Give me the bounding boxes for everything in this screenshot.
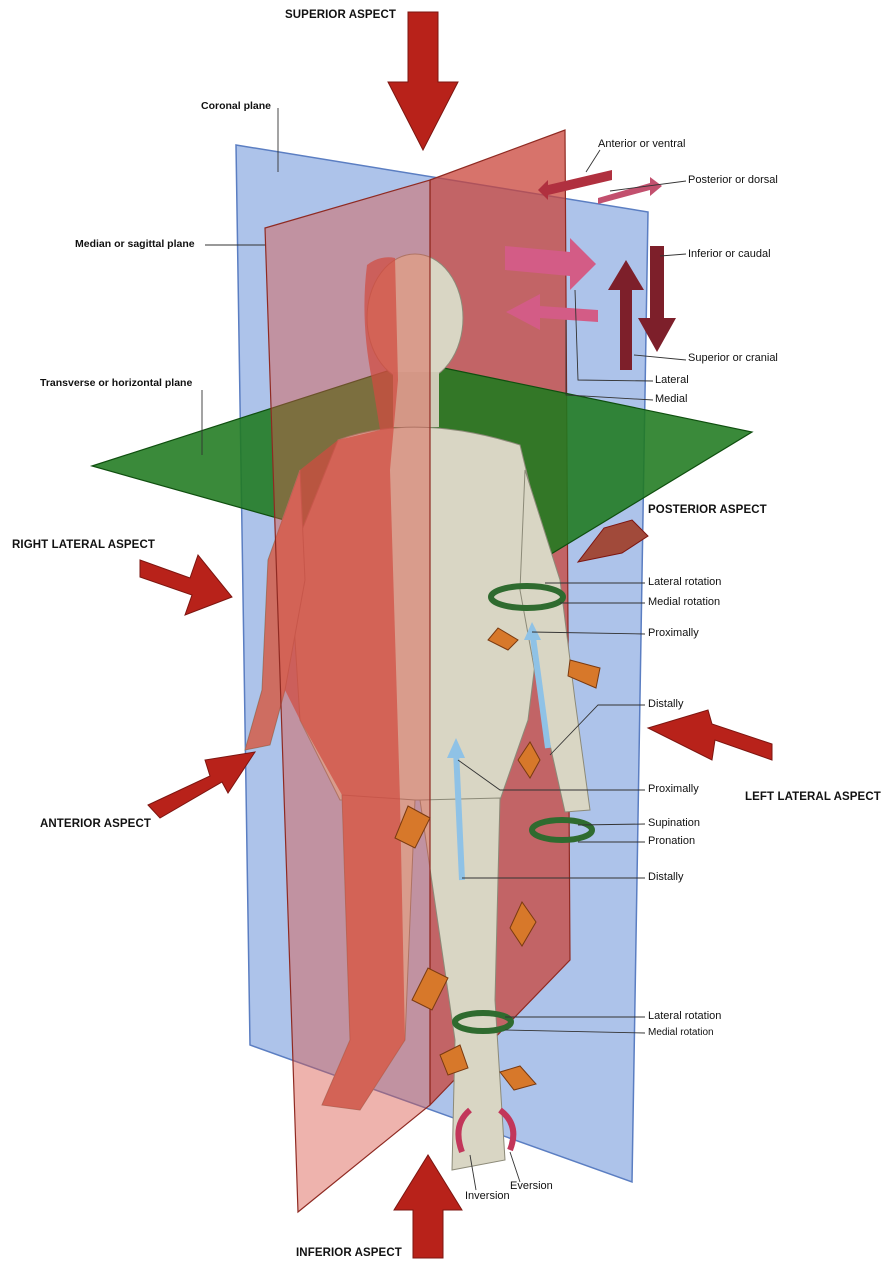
superior-aspect-label: SUPERIOR ASPECT xyxy=(285,9,396,22)
inferior-aspect-label: INFERIOR ASPECT xyxy=(296,1247,402,1260)
arm-proximally-label: Proximally xyxy=(648,627,699,640)
arm-distally-label: Distally xyxy=(648,698,683,711)
anterior-ventral-label: Anterior or ventral xyxy=(598,138,685,151)
superior-cranial-label: Superior or cranial xyxy=(688,352,778,365)
posterior-dorsal-arrow xyxy=(598,177,662,204)
inferior-caudal-label: Inferior or caudal xyxy=(688,248,771,261)
eversion-label: Eversion xyxy=(510,1180,553,1193)
arm-medial-rotation-label: Medial rotation xyxy=(648,596,720,609)
right-lateral-arrow xyxy=(140,555,232,615)
right-lateral-aspect-label: RIGHT LATERAL ASPECT xyxy=(12,539,155,552)
leg-lateral-rotation-label: Lateral rotation xyxy=(648,1010,721,1023)
posterior-aspect-label: POSTERIOR ASPECT xyxy=(648,504,767,517)
left-lateral-aspect-label: LEFT LATERAL ASPECT xyxy=(745,791,881,804)
leg-distally-label: Distally xyxy=(648,871,683,884)
inversion-label: Inversion xyxy=(465,1190,510,1203)
anterior-aspect-label: ANTERIOR ASPECT xyxy=(40,818,151,831)
coronal-plane-label: Coronal plane xyxy=(201,100,271,113)
median-plane-label: Median or sagittal plane xyxy=(75,238,195,251)
pronation-label: Pronation xyxy=(648,835,695,848)
supination-label: Supination xyxy=(648,817,700,830)
lateral-label: Lateral xyxy=(655,374,689,387)
transverse-plane-label: Transverse or horizontal plane xyxy=(40,377,192,390)
arm-lateral-rotation-label: Lateral rotation xyxy=(648,576,721,589)
left-lateral-arrow xyxy=(648,710,772,760)
anterior-arrow xyxy=(148,752,255,818)
leg-medial-rotation-label: Medial rotation xyxy=(648,1026,714,1039)
posterior-dorsal-label: Posterior or dorsal xyxy=(688,174,778,187)
leg-proximally-label: Proximally xyxy=(648,783,699,796)
medial-label: Medial xyxy=(655,393,687,406)
superior-arrow xyxy=(388,12,458,150)
